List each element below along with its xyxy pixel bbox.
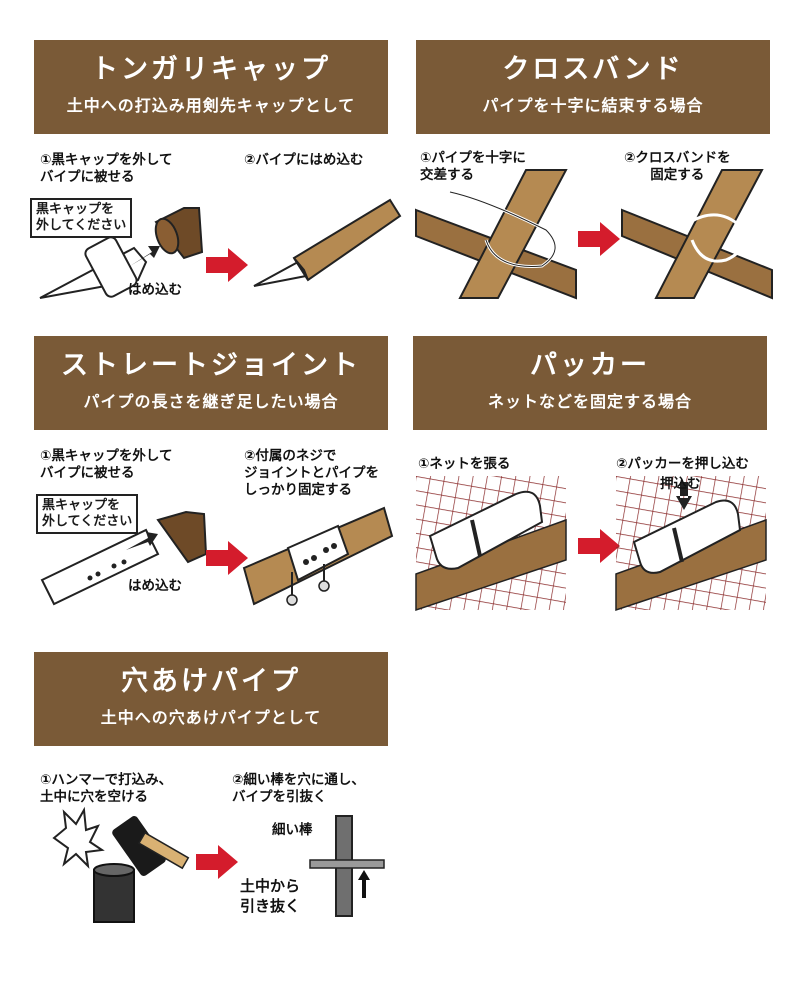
section-header-hole-pipe: 穴あけパイプ 土中への穴あけパイプとして — [34, 652, 388, 746]
step1-label: ①黒キャップを外して バイプに被せる — [40, 152, 173, 185]
push-label: 押込む — [660, 476, 701, 492]
section-title: ストレートジョイント — [61, 350, 361, 381]
section-subtitle: パイプを十字に結束する場合 — [482, 96, 704, 115]
remove-cap-note: 黒キャップを 外してください — [30, 198, 133, 238]
section-title: パッカー — [530, 350, 650, 381]
section-header-crossband: クロスバンド パイプを十字に結束する場合 — [416, 40, 770, 134]
section-subtitle: 土中への打込み用剣先キャップとして — [66, 96, 356, 115]
section-title: 穴あけパイプ — [121, 666, 301, 697]
pull-out-illustration — [309, 815, 385, 917]
section-header-straight-joint: ストレートジョイント パイプの長さを継ぎ足したい場合 — [34, 336, 388, 430]
next-arrow-icon — [206, 541, 248, 575]
press-fit-label: はめ込む — [128, 578, 182, 594]
section-subtitle: パイプの長さを継ぎ足したい場合 — [83, 392, 339, 411]
step1-label: ①ネットを張る — [418, 456, 511, 472]
section-subtitle: 土中への穴あけパイプとして — [100, 708, 322, 727]
section-title: クロスバンド — [502, 54, 684, 85]
joint-before-illustration — [40, 510, 208, 606]
remove-cap-note: 黒キャップを 外してください — [36, 494, 139, 534]
section-title: トンガリキャップ — [91, 54, 331, 85]
step2-label: ②付属のネジで ジョイントとパイプを しっかり固定する — [244, 448, 379, 498]
next-arrow-icon — [196, 845, 238, 879]
step2-label: ②クロスバンドを 固定する — [624, 150, 731, 183]
step1-label: ①黒キャップを外して バイプに被せる — [40, 448, 173, 481]
next-arrow-icon — [578, 222, 620, 256]
pull-out-label: 土中から 引き抜く — [240, 877, 301, 915]
section-header-tongari: トンガリキャップ 土中への打込み用剣先キャップとして — [34, 40, 388, 134]
crossband-after-illustration — [621, 169, 773, 300]
step1-label: ①ハンマーで打込み、 土中に穴を空ける — [40, 772, 173, 805]
packer-after-illustration — [615, 476, 767, 612]
joint-after-illustration — [242, 506, 394, 606]
section-header-packer: パッカー ネットなどを固定する場合 — [413, 336, 767, 430]
step2-label: ②細い棒を穴に通し、 バイプを引抜く — [232, 772, 365, 805]
tongari-before-illustration — [39, 207, 204, 299]
crossband-before-illustration — [415, 169, 577, 300]
section-subtitle: ネットなどを固定する場合 — [487, 392, 692, 411]
next-arrow-icon — [206, 248, 248, 282]
hammer-illustration — [52, 806, 190, 923]
tongari-after-illustration — [253, 198, 402, 287]
press-fit-label: はめ込む — [128, 282, 182, 298]
step2-label: ②パッカーを押し込む — [616, 456, 749, 472]
next-arrow-icon — [578, 529, 620, 563]
step2-label: ②バイプにはめ込む — [244, 152, 364, 168]
step1-label: ①パイプを十字に 交差する — [420, 150, 526, 183]
thin-rod-label: 細い棒 — [272, 822, 313, 838]
packer-before-illustration — [415, 476, 567, 612]
